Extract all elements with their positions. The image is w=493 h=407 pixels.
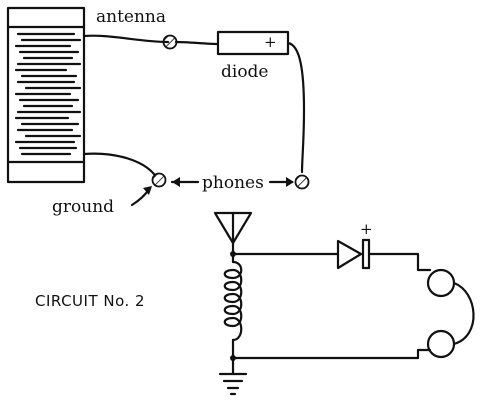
diode-headphone-wire	[367, 252, 432, 272]
coil-winding	[14, 32, 82, 156]
inductor-coil-symbol	[223, 260, 243, 342]
schematic-diagram: CIRCUIT No. 2 +	[35, 211, 475, 396]
return-wire	[231, 348, 432, 360]
phones-arrow-left	[170, 177, 200, 187]
diode-label: diode	[221, 62, 269, 82]
diode-cartridge: +	[216, 30, 290, 56]
antenna-label: antenna	[96, 7, 166, 27]
antenna-diode-wire	[174, 40, 220, 46]
phones-label: phones	[202, 173, 264, 193]
ground-arrow	[130, 186, 152, 207]
ground-wire	[82, 152, 156, 176]
headphone-earpiece-top	[426, 268, 456, 298]
ground-terminal	[151, 172, 167, 188]
ground-label: ground	[52, 197, 114, 217]
antenna-wire	[82, 34, 170, 44]
phones-arrow-right	[268, 177, 294, 187]
diode-symbol-polarity: +	[360, 220, 373, 238]
headphone-band	[452, 281, 475, 346]
circuit-title: CIRCUIT No. 2	[35, 292, 145, 310]
headphone-earpiece-bottom	[426, 329, 456, 359]
coil-form	[6, 6, 86, 184]
diode-symbol: +	[336, 220, 373, 270]
diode-phones-wire	[286, 41, 306, 174]
diode-polarity-mark: +	[264, 33, 277, 51]
antenna-terminal	[162, 34, 178, 50]
phones-terminal-right	[294, 174, 310, 190]
pictorial-diagram: antenna + diode phones ground	[6, 6, 310, 217]
ground-symbol	[218, 372, 248, 396]
